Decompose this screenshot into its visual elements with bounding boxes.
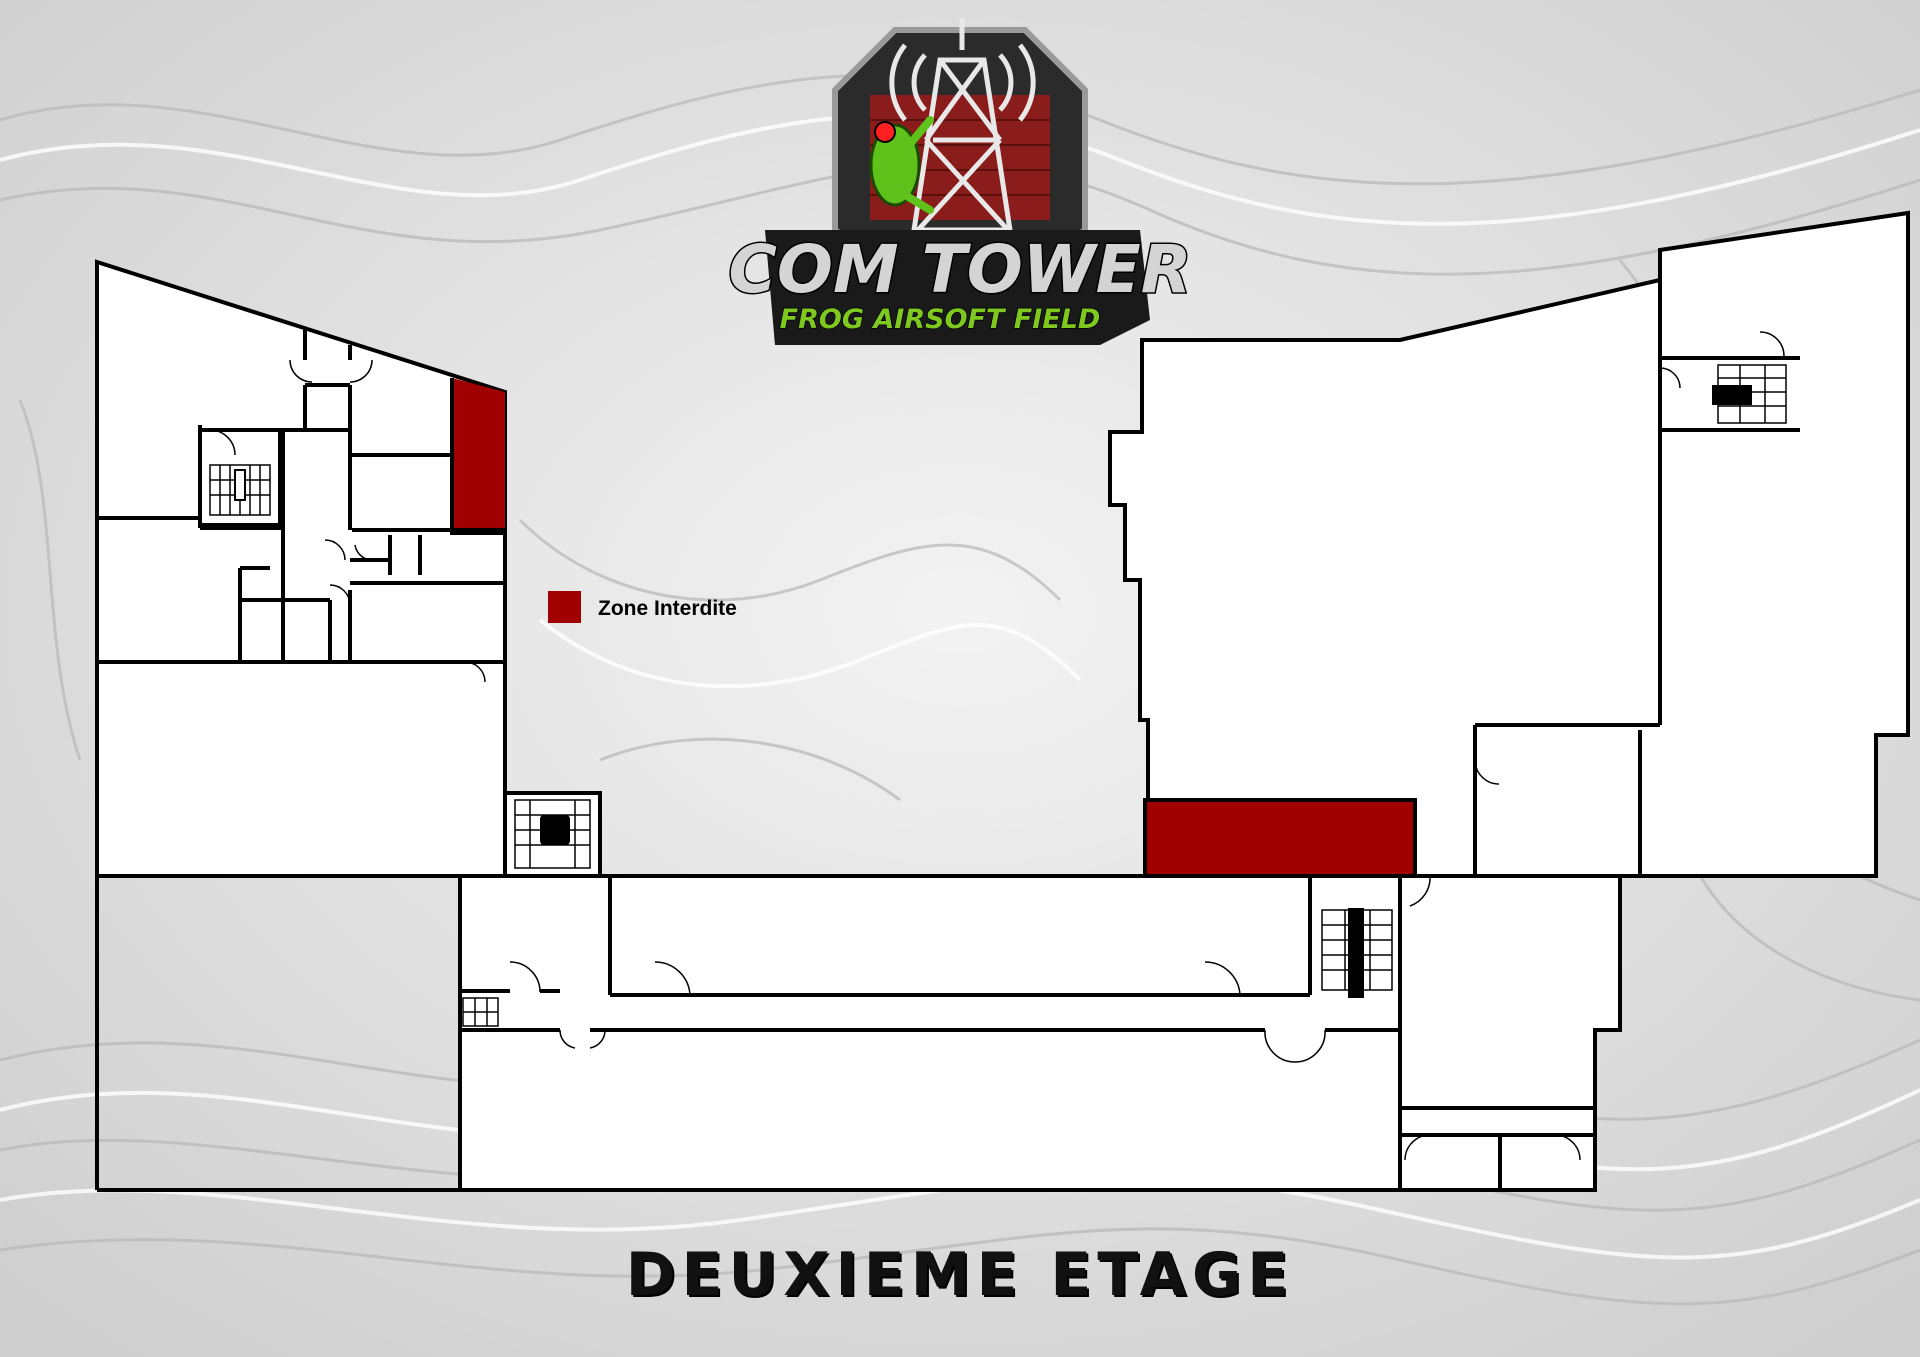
left-wing [95, 259, 602, 1192]
legend-label: Zone Interdite [598, 597, 737, 620]
right-wing [1108, 210, 1910, 878]
com-tower-logo: COM TOWER FROG AIRSOFT FIELD [727, 18, 1193, 345]
forbidden-zone-right [1143, 798, 1417, 878]
stairwell-upper-left [198, 428, 282, 527]
stairwell-upper-right [1712, 364, 1787, 424]
lower-wing [458, 874, 1622, 1192]
logo-subtitle: FROG AIRSOFT FIELD [780, 304, 1101, 335]
forbidden-zone-left [452, 378, 505, 533]
floor-title: DEUXIEME ETAGE [625, 1240, 1295, 1310]
small-stair [462, 997, 499, 1027]
legend-swatch [548, 591, 581, 623]
lower-wing-outline [458, 874, 1622, 1192]
frog-icon [869, 116, 934, 214]
map-legend: Zone Interdite [548, 591, 737, 623]
elevator-stair-left [503, 791, 602, 878]
logo-title: COM TOWER [728, 231, 1191, 308]
stairwell-center [1321, 908, 1393, 998]
